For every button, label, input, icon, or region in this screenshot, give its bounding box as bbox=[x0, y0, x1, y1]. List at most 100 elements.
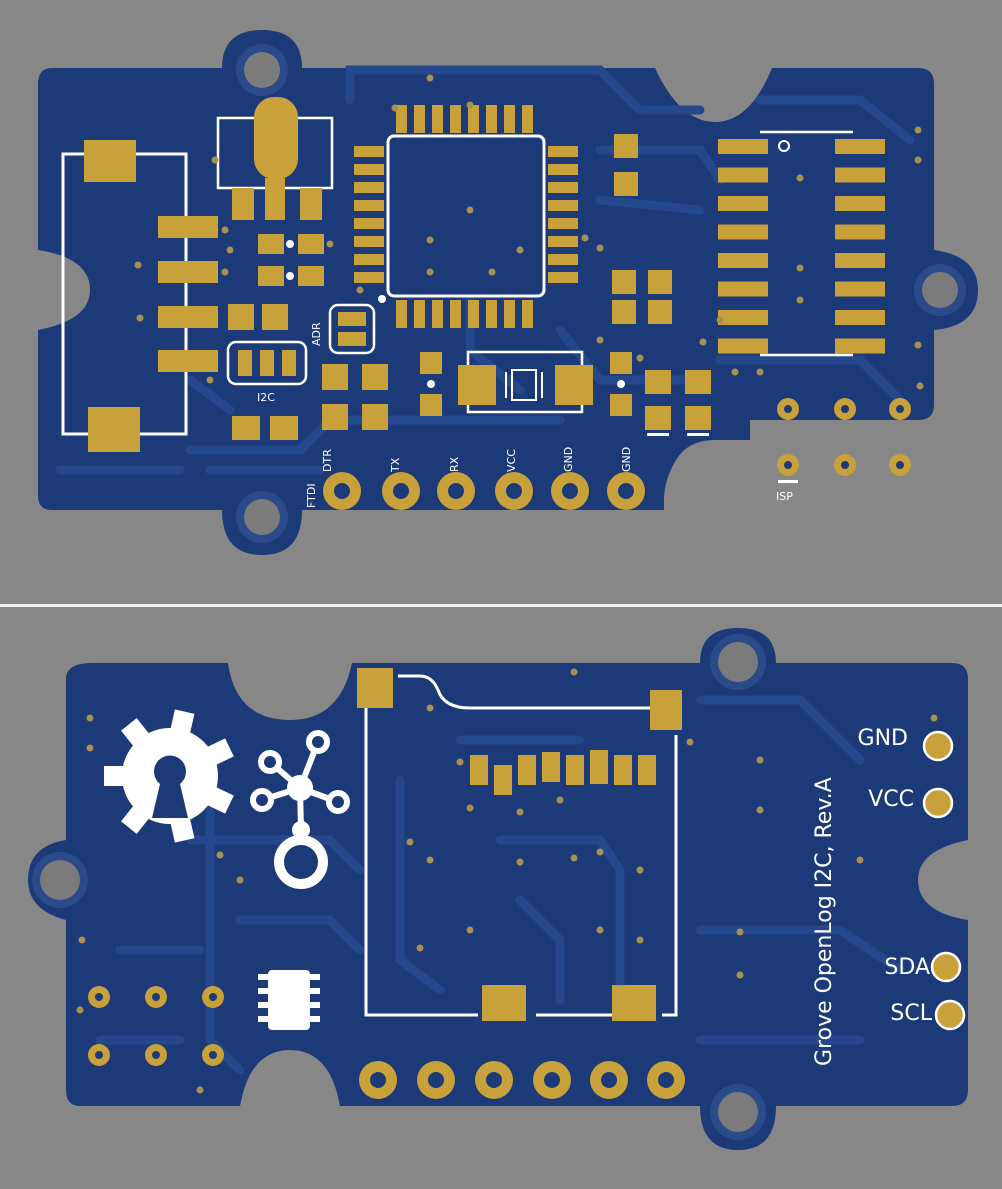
pin1-marker bbox=[617, 380, 625, 388]
bottom-vias bbox=[76, 668, 938, 1094]
ic-pad bbox=[835, 310, 885, 325]
pin-label-gnd: GND bbox=[562, 447, 575, 472]
via bbox=[516, 246, 524, 254]
via bbox=[596, 848, 604, 856]
via bbox=[466, 206, 474, 214]
ic-pad bbox=[835, 167, 885, 183]
open-hardware-gear-icon bbox=[104, 709, 234, 843]
mcu-pad bbox=[414, 105, 425, 133]
via bbox=[226, 246, 234, 254]
via bbox=[636, 866, 644, 874]
mcu-pad bbox=[354, 182, 384, 193]
header-hole bbox=[393, 483, 409, 499]
via bbox=[581, 234, 589, 242]
header-hole bbox=[428, 1072, 444, 1088]
via bbox=[516, 808, 524, 816]
mcu-pad bbox=[548, 254, 578, 265]
via bbox=[211, 156, 219, 164]
via bbox=[426, 704, 434, 712]
via bbox=[76, 1006, 84, 1014]
mcu-pad bbox=[354, 200, 384, 211]
mcu-pad bbox=[354, 164, 384, 175]
ic-pad bbox=[835, 224, 885, 240]
header-hole bbox=[448, 483, 464, 499]
via bbox=[206, 376, 214, 384]
pin-label-gnd-2: GND bbox=[620, 447, 633, 472]
via bbox=[636, 936, 644, 944]
pad bbox=[158, 306, 218, 328]
via bbox=[78, 936, 86, 944]
via bbox=[596, 926, 604, 934]
via bbox=[930, 714, 938, 722]
pad bbox=[338, 332, 366, 346]
ic-chip-icon bbox=[258, 970, 320, 1030]
via bbox=[426, 856, 434, 864]
mcu-pad bbox=[504, 105, 515, 133]
via bbox=[416, 944, 424, 952]
pin-label-rx: RX bbox=[448, 456, 461, 472]
mcu-pad bbox=[486, 105, 497, 133]
via bbox=[516, 858, 524, 866]
via bbox=[426, 74, 434, 82]
via bbox=[456, 758, 464, 766]
header-hole bbox=[370, 1072, 386, 1088]
via bbox=[570, 668, 578, 676]
mount-hole bbox=[718, 1092, 758, 1132]
i2c-label: I2C bbox=[257, 391, 275, 404]
via bbox=[466, 101, 474, 109]
pad bbox=[88, 407, 140, 452]
mcu-pad bbox=[396, 105, 407, 133]
mcu-pad bbox=[450, 105, 461, 133]
via bbox=[636, 354, 644, 362]
via bbox=[326, 240, 334, 248]
via bbox=[596, 244, 604, 252]
header-hole bbox=[562, 483, 578, 499]
via bbox=[756, 368, 764, 376]
grove-pin-scl: SCL bbox=[890, 1001, 932, 1026]
crystal-body bbox=[254, 97, 298, 179]
mount-hole bbox=[40, 860, 80, 900]
mcu-silkscreen bbox=[386, 134, 546, 298]
silk-marker bbox=[647, 433, 669, 436]
via bbox=[466, 804, 474, 812]
ic-pad bbox=[718, 310, 768, 325]
pad bbox=[158, 261, 218, 283]
pad bbox=[232, 188, 254, 220]
passive-pads bbox=[228, 134, 711, 440]
mcu-pad bbox=[354, 218, 384, 229]
via bbox=[916, 382, 924, 390]
isp-label: ISP bbox=[776, 490, 793, 503]
ic-pad bbox=[835, 139, 885, 154]
mcu-pads bbox=[354, 105, 578, 328]
header-hole bbox=[618, 483, 634, 499]
pad bbox=[338, 312, 366, 326]
pad bbox=[265, 178, 285, 220]
ic-pad bbox=[835, 281, 885, 297]
open-source-network-icon bbox=[250, 730, 350, 889]
ftdi-label: FTDI bbox=[305, 483, 318, 508]
mount-hole bbox=[922, 272, 958, 308]
grove-pin-gnd: GND bbox=[858, 726, 908, 751]
via bbox=[466, 926, 474, 934]
pin-label-dtr: DTR bbox=[321, 449, 334, 472]
via bbox=[736, 971, 744, 979]
pin-label-vcc: VCC bbox=[505, 449, 518, 472]
top-board: ADR I2C ISP bbox=[38, 30, 978, 555]
mcu-pad bbox=[548, 236, 578, 247]
mcu-pad bbox=[450, 300, 461, 328]
mcu-pad bbox=[486, 300, 497, 328]
via bbox=[86, 744, 94, 752]
view-divider bbox=[0, 604, 1002, 607]
ic-pad bbox=[718, 196, 768, 211]
mcu-pad bbox=[396, 300, 407, 328]
top-vias bbox=[134, 74, 924, 390]
ic-pad bbox=[835, 338, 885, 354]
mount-hole bbox=[244, 499, 280, 535]
via bbox=[686, 738, 694, 746]
mount-hole bbox=[244, 52, 280, 88]
mcu-pad bbox=[432, 105, 443, 133]
ic-pad bbox=[718, 281, 768, 297]
bottom-traces bbox=[95, 695, 905, 1075]
via bbox=[136, 314, 144, 322]
mcu-pad bbox=[548, 200, 578, 211]
